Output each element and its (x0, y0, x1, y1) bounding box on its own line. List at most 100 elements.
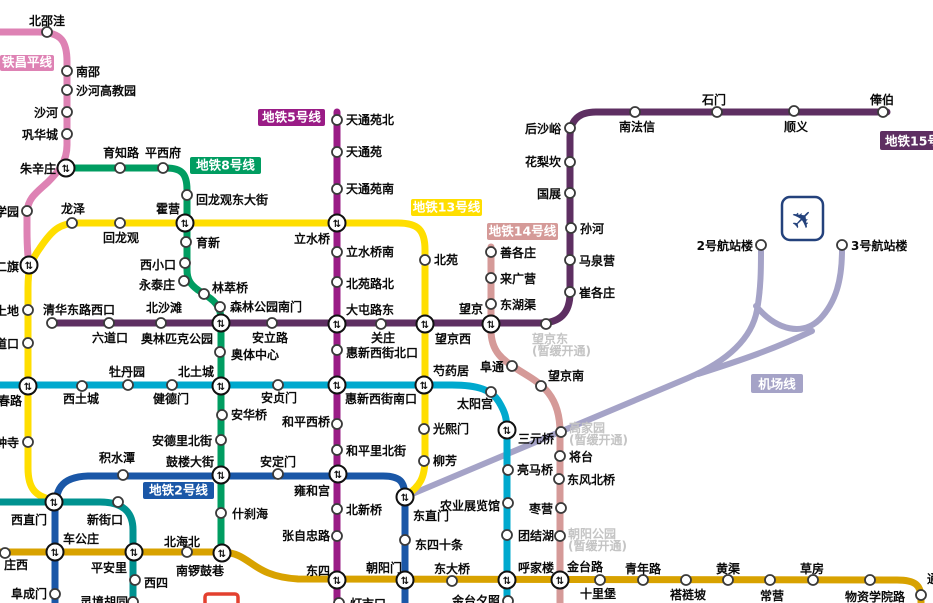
transfer-icon: ⇅ (333, 219, 341, 230)
station-marker-太阳宫 (485, 386, 497, 398)
station-marker-雍和宫 (328, 464, 348, 484)
station-label-安立路: 安立路 (252, 330, 289, 345)
station-label-草房: 草房 (800, 561, 824, 576)
station-label-芍药居: 芍药居 (433, 363, 469, 378)
station-marker-朝阳公园 (554, 530, 566, 542)
station-marker-知春路 (18, 376, 38, 396)
station-marker-金台路 (550, 570, 570, 590)
transfer-icon: ⇅ (51, 548, 59, 559)
station-marker-灯市口 (333, 597, 345, 603)
station-label-北海北: 北海北 (164, 534, 200, 549)
station-label-3号航站楼: 3号航站楼 (851, 238, 907, 253)
transfer-icon: ⇅ (50, 498, 58, 509)
station-marker-北沙滩 (155, 317, 167, 329)
station-label-鼓楼大街: 鼓楼大街 (166, 454, 214, 469)
clipped-red-box (203, 592, 240, 603)
station-marker-安贞门 (272, 379, 284, 391)
station-marker-积水潭 (117, 469, 129, 481)
station-marker-北海北 (181, 546, 193, 558)
station-label-note-望京东: (暂缓开通) (532, 343, 591, 358)
station-marker-平西府 (157, 162, 169, 174)
station-label-南锣鼓巷: 南锣鼓巷 (176, 563, 225, 578)
station-marker-和平里北街 (331, 444, 343, 456)
station-marker-西四 (129, 574, 141, 586)
station-marker-枣营 (555, 502, 567, 514)
station-marker-金台夕照 (502, 595, 514, 603)
station-label-上地: 上地 (0, 303, 19, 318)
transfer-icon: ⇅ (130, 548, 138, 559)
station-marker-沙河高教园 (61, 84, 73, 96)
station-label-望京西: 望京西 (435, 331, 471, 346)
station-marker-呼家楼 (497, 570, 517, 590)
station-marker-安定门 (272, 468, 284, 480)
station-marker-南邵 (61, 65, 73, 77)
station-marker-张自忠路 (331, 530, 343, 542)
station-marker-大钟寺 (22, 436, 34, 448)
station-label-顺义: 顺义 (784, 119, 809, 134)
station-marker-2号航站楼 (755, 239, 767, 251)
station-label-森林公园南门: 森林公园南门 (230, 299, 302, 314)
station-label-安定门: 安定门 (260, 454, 296, 469)
station-label-三元桥: 三元桥 (518, 431, 555, 446)
station-label-石门: 石门 (701, 92, 726, 107)
station-marker-草房 (807, 574, 819, 586)
station-marker-望京东 (540, 318, 552, 330)
line-path-line15 (48, 108, 891, 327)
station-marker-朝阳门 (395, 570, 415, 590)
station-marker-望京西 (415, 314, 435, 334)
station-label-西二旗: 二旗 (0, 259, 19, 274)
station-label-高家园: 高家园 (569, 420, 605, 435)
station-marker-育知路 (114, 162, 126, 174)
line-badge-label-line5: 地铁5号线 (262, 110, 321, 125)
station-label-大屯路东: 大屯路东 (346, 302, 394, 317)
station-label-灵境胡同: 灵境胡同 (80, 594, 128, 603)
station-marker-生命科学园 (21, 205, 33, 217)
line-line6 (0, 548, 925, 603)
station-marker-后沙峪 (564, 122, 576, 134)
station-label-朝阳公园: 朝阳公园 (568, 526, 616, 541)
station-label-六道口: 六道口 (92, 330, 128, 345)
station-marker-南法信 (629, 106, 641, 118)
station-marker-阜成门 (49, 588, 61, 600)
station-label-西土城: 西土城 (63, 391, 99, 406)
transfer-icon: ⇅ (556, 576, 564, 587)
station-marker-十里堡 (594, 574, 606, 586)
station-marker-青年路 (637, 574, 649, 586)
station-label-西直门: 西直门 (11, 512, 47, 527)
station-marker-五道口 (22, 337, 34, 349)
transfer-icon: ⇅ (503, 426, 511, 437)
station-label-天通苑: 天通苑 (346, 144, 382, 159)
station-label-平安里: 平安里 (91, 560, 127, 575)
station-marker-安德里北街 (215, 434, 227, 446)
station-label-回龙观东大街: 回龙观东大街 (196, 192, 268, 207)
transfer-icon: ⇅ (218, 549, 226, 560)
station-marker-将台 (554, 450, 566, 462)
station-marker-回龙观东大街 (181, 189, 193, 201)
station-label-南邵: 南邵 (76, 64, 100, 79)
station-marker-霍营 (175, 213, 195, 233)
station-label-知春路: 春路 (0, 393, 23, 408)
station-label-花梨坎: 花梨坎 (525, 154, 561, 169)
station-marker-清华东路西口 (46, 317, 58, 329)
line-badge-line5 (258, 109, 325, 126)
transfer-icon: ⇅ (503, 576, 511, 587)
line-badge-label-line15: 地铁15号线 (885, 134, 933, 149)
station-label-光熙门: 光熙门 (432, 421, 469, 436)
station-marker-北邵洼 (41, 26, 53, 38)
station-label-东湖渠: 东湖渠 (500, 297, 536, 312)
station-marker-安立路 (266, 317, 278, 329)
station-marker-东湖渠 (485, 298, 497, 310)
station-marker-森林公园南门 (214, 301, 226, 313)
station-label-2号航站楼: 2号航站楼 (697, 238, 753, 253)
station-marker-北苑 (419, 254, 431, 266)
station-label-团结湖: 团结湖 (518, 528, 554, 543)
station-marker-团结湖 (501, 529, 513, 541)
station-label-孙河: 孙河 (580, 221, 604, 236)
transfer-icon: ⇅ (401, 493, 409, 504)
station-label-车公庄西: 庄西 (4, 557, 28, 572)
station-marker-东四十条 (399, 534, 411, 546)
station-label-天通苑南: 天通苑南 (346, 181, 394, 196)
